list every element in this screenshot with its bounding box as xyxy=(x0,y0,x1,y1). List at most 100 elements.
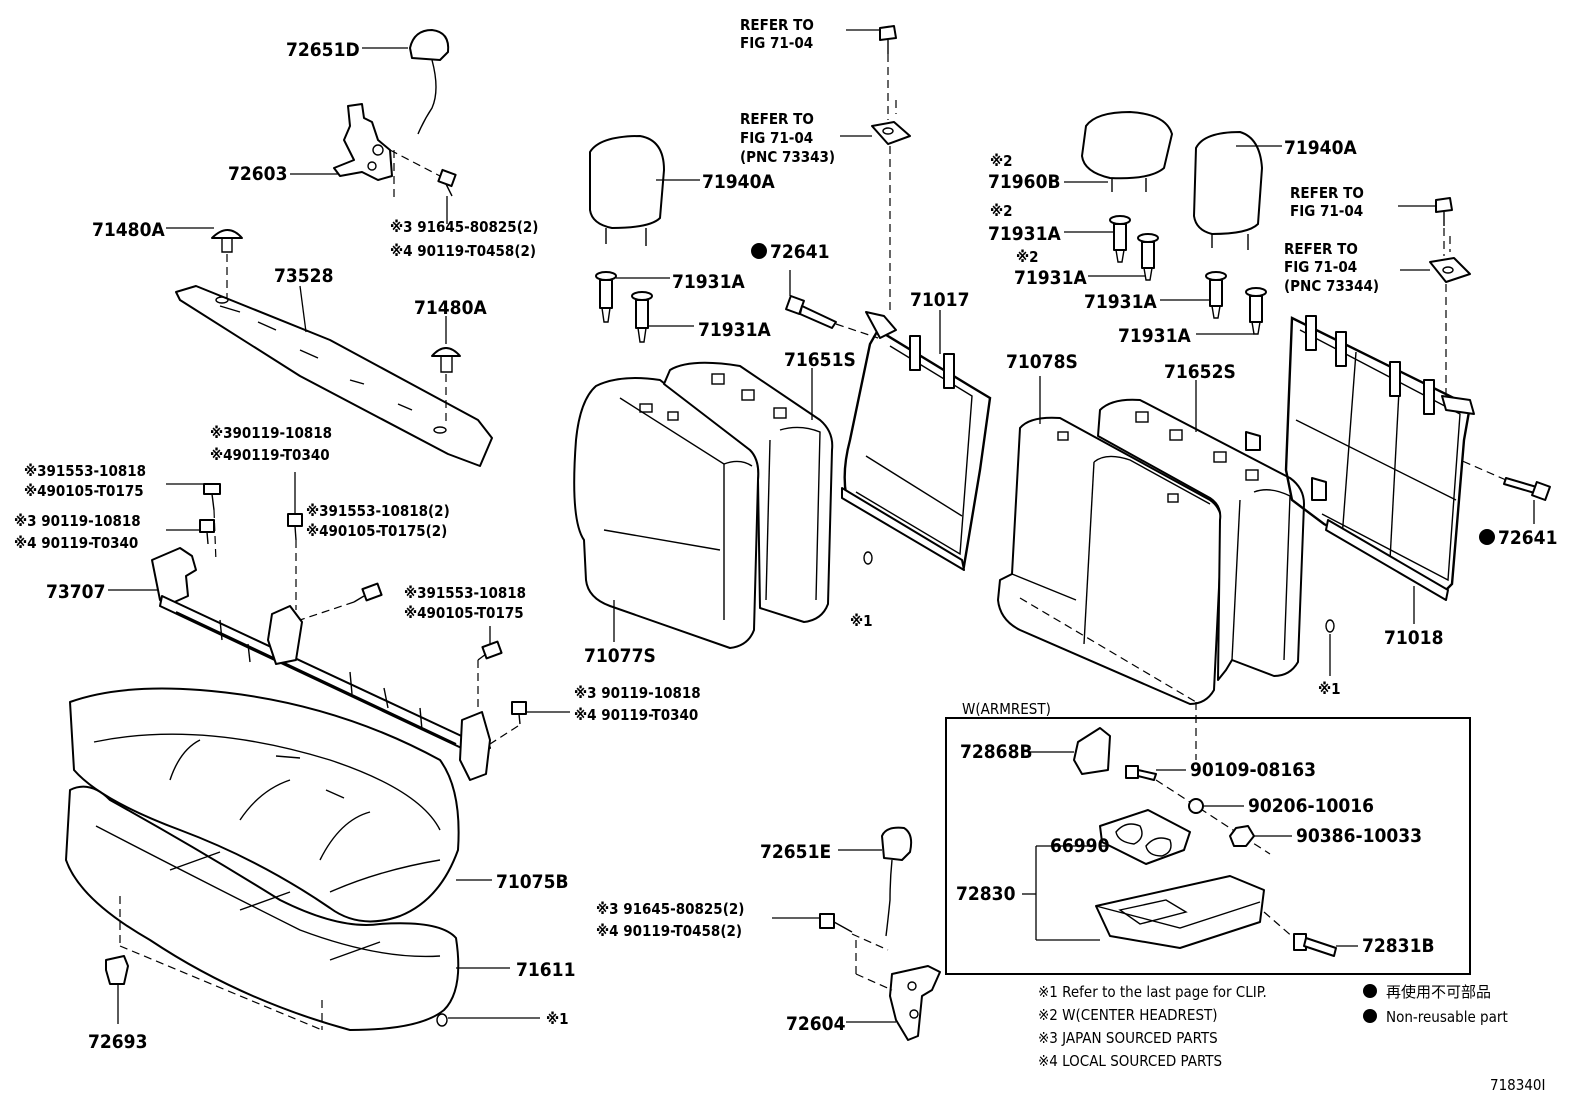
nonreusable-dot-72641-2 xyxy=(1479,529,1495,545)
fastener-90119-10818-b: ※3 90119-10818 xyxy=(14,512,141,530)
symbol-x2-support-a: ※2 xyxy=(990,202,1013,220)
fastener-90105-c: ※490105-T0175 xyxy=(404,604,524,622)
cup-holder-66990-drawing xyxy=(1099,809,1191,865)
clip-71480A-2-drawing xyxy=(431,347,461,373)
refer-2-line3: (PNC 73343) xyxy=(740,148,835,166)
armrest-72830-drawing xyxy=(1095,875,1265,949)
label-71077S: 71077S xyxy=(584,645,656,667)
bolt-72641-1-drawing xyxy=(785,295,837,329)
label-71931A-6: 71931A xyxy=(1118,325,1191,347)
label-72831B: 72831B xyxy=(1362,935,1435,957)
label-72830: 72830 xyxy=(956,883,1016,905)
label-73528: 73528 xyxy=(274,265,333,287)
label-71940A-2: 71940A xyxy=(1284,137,1357,159)
legend-note-1: ※1 Refer to the last page for CLIP. xyxy=(1038,983,1267,1001)
label-72641-1: 72641 xyxy=(770,241,829,263)
legend-note-2: ※2 W(CENTER HEADREST) xyxy=(1038,1006,1218,1024)
headrest-71940A-1-drawing xyxy=(589,135,665,246)
refer-3-line1: REFER TO xyxy=(1290,184,1364,202)
label-71078S: 71078S xyxy=(1006,351,1078,373)
legend-nonreusable-jp: 再使用不可部品 xyxy=(1386,983,1491,1001)
nonreusable-dot-72641-1 xyxy=(751,243,767,259)
refer-4-line3: (PNC 73344) xyxy=(1284,277,1379,295)
label-71931A-3: 71931A xyxy=(988,223,1061,245)
armrest-title: W(ARMREST) xyxy=(962,700,1051,718)
bolt-frame-5-drawing xyxy=(477,640,503,661)
fastener-90119-local-2: ※4 90119-T0458(2) xyxy=(596,922,742,940)
refer-3-line2: FIG 71-04 xyxy=(1290,202,1363,220)
seatback-pad-71652S-drawing xyxy=(1097,398,1305,681)
nonreusable-dot-2 xyxy=(1363,1009,1377,1023)
cap-72651E-drawing xyxy=(881,826,913,937)
support-71931A-5-drawing xyxy=(1205,271,1227,319)
symbol-x1-center: ※1 xyxy=(850,612,873,630)
fastener-91645-japan-2: ※3 91645-80825(2) xyxy=(596,900,744,918)
fastener-90119-10818-a: ※390119-10818 xyxy=(210,424,332,442)
label-71960B: 71960B xyxy=(988,171,1061,193)
label-73707: 73707 xyxy=(46,581,105,603)
fastener-91645-japan: ※3 91645-80825(2) xyxy=(390,218,538,236)
panel-73528-drawing xyxy=(175,285,493,467)
label-72603: 72603 xyxy=(228,163,287,185)
armrest-cover-72868B-drawing xyxy=(1073,727,1111,775)
legend-note-4: ※4 LOCAL SOURCED PARTS xyxy=(1038,1052,1222,1070)
figure-id: 718340I xyxy=(1490,1076,1545,1094)
refer-1-line2: FIG 71-04 xyxy=(740,34,813,52)
label-72651E: 72651E xyxy=(760,841,831,863)
fastener-90105-a: ※490105-T0175 xyxy=(24,482,144,500)
label-90109-08163: 90109-08163 xyxy=(1190,759,1316,781)
fastener-90119-T0340-c: ※4 90119-T0340 xyxy=(574,706,698,724)
cushion-cover-71075B-drawing xyxy=(69,687,460,923)
symbol-x1-right: ※1 xyxy=(1318,680,1341,698)
armrest-box xyxy=(945,717,1471,975)
label-71611: 71611 xyxy=(516,959,575,981)
guide-73343-drawing xyxy=(871,121,911,145)
pin-72831B-drawing xyxy=(1293,933,1337,957)
label-71931A-1: 71931A xyxy=(672,271,745,293)
bracket-72604-drawing xyxy=(889,965,941,1041)
bolt-91645-2-drawing xyxy=(819,913,853,933)
label-71931A-4: 71931A xyxy=(1014,267,1087,289)
clip-71480A-1-drawing xyxy=(211,229,243,253)
label-72868B: 72868B xyxy=(960,741,1033,763)
label-71480A-1: 71480A xyxy=(92,219,165,241)
label-72604: 72604 xyxy=(786,1013,846,1035)
refer-2-line2: FIG 71-04 xyxy=(740,129,813,147)
refer-1-line1: REFER TO xyxy=(740,16,814,34)
refer-2-line1: REFER TO xyxy=(740,110,814,128)
symbol-x1-cushion: ※1 xyxy=(546,1010,569,1028)
refer-4-line1: REFER TO xyxy=(1284,240,1358,258)
fastener-90119-T0340-a: ※490119-T0340 xyxy=(210,446,330,464)
label-71017: 71017 xyxy=(910,289,969,311)
guide-73344-drawing xyxy=(1429,257,1471,283)
bolt-frame-3-drawing xyxy=(287,513,303,541)
legend-nonreusable-en: Non-reusable part xyxy=(1386,1008,1508,1026)
support-71931A-6-drawing xyxy=(1245,287,1267,335)
symbol-x2-headrest: ※2 xyxy=(990,152,1013,170)
support-71931A-1-drawing xyxy=(595,271,617,323)
seatback-cover-71077S-drawing xyxy=(573,377,760,649)
bracket-72603-drawing xyxy=(333,103,393,181)
bolt-72641-2-drawing xyxy=(1503,477,1551,501)
fastener-90119-T0340-b: ※4 90119-T0340 xyxy=(14,534,138,552)
label-72641-2: 72641 xyxy=(1498,527,1557,549)
refer-4-line2: FIG 71-04 xyxy=(1284,258,1357,276)
fastener-90119-local: ※4 90119-T0458(2) xyxy=(390,242,536,260)
label-72651D: 72651D xyxy=(286,39,360,61)
fastener-91553-c: ※391553-10818 xyxy=(404,584,526,602)
bolt-frame-6-drawing xyxy=(511,701,527,725)
washer-90206-drawing xyxy=(1188,798,1204,814)
frame-71018-drawing xyxy=(1245,315,1475,601)
fastener-90119-10818-c: ※3 90119-10818 xyxy=(574,684,701,702)
cap-72651D-drawing xyxy=(409,29,450,135)
headrest-71940A-2-drawing xyxy=(1193,131,1263,250)
headrest-71960B-drawing xyxy=(1081,111,1173,192)
bolt-frame-2-drawing xyxy=(199,519,215,545)
label-71940A-1: 71940A xyxy=(702,171,775,193)
nonreusable-dot-1 xyxy=(1363,984,1377,998)
label-90386-10033: 90386-10033 xyxy=(1296,825,1422,847)
label-71931A-2: 71931A xyxy=(698,319,771,341)
legend-note-3: ※3 JAPAN SOURCED PARTS xyxy=(1038,1029,1218,1047)
